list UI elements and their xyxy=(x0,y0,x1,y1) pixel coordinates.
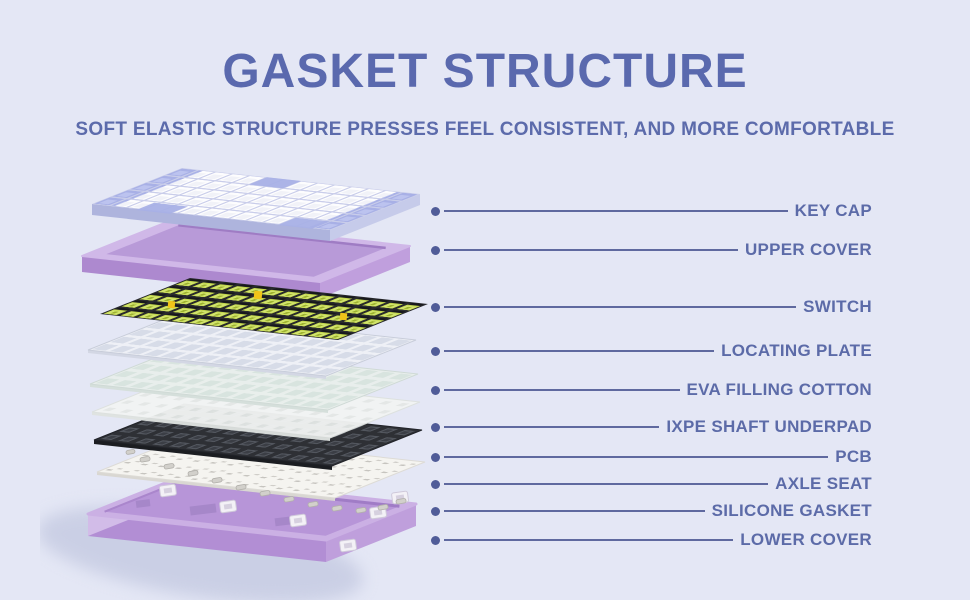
callout-line xyxy=(444,510,705,512)
callout-pcb: PCB xyxy=(431,446,872,468)
callout-upper-cover: UPPER COVER xyxy=(431,239,872,261)
callout-dot xyxy=(431,506,440,516)
callout-dot xyxy=(431,385,440,395)
callout-dot xyxy=(431,245,440,255)
callout-switch: SWITCH xyxy=(431,296,872,318)
callout-label: LOCATING PLATE xyxy=(721,341,872,360)
layer-silicone-gasket xyxy=(159,483,409,553)
layer-locating-plate xyxy=(87,313,417,379)
callout-ixpe-shaft-underpad: IXPE SHAFT UNDERPAD xyxy=(431,416,872,438)
callout-line xyxy=(444,426,660,428)
callout-dot xyxy=(431,452,440,462)
callout-line xyxy=(444,483,769,485)
layer-keycaps xyxy=(92,168,420,241)
callout-label: EVA FILLING COTTON xyxy=(686,380,872,399)
callout-lower-cover: LOWER COVER xyxy=(431,529,872,551)
callout-silicone-gasket: SILICONE GASKET xyxy=(431,500,872,522)
callout-label: SWITCH xyxy=(803,297,872,316)
callout-dot xyxy=(431,535,440,545)
callout-label: SILICONE GASKET xyxy=(711,501,872,520)
callout-label: KEY CAP xyxy=(794,201,872,220)
exploded-keyboard-illustration xyxy=(40,168,428,600)
callout-eva-filling-cotton: EVA FILLING COTTON xyxy=(431,379,872,401)
callout-line xyxy=(444,306,797,308)
page-subtitle: SOFT ELASTIC STRUCTURE PRESSES FEEL CONS… xyxy=(75,119,895,140)
callout-line xyxy=(444,539,734,541)
callout-dot xyxy=(431,479,440,489)
callout-line xyxy=(444,249,738,251)
callout-label: AXLE SEAT xyxy=(775,474,872,493)
callout-label: IXPE SHAFT UNDERPAD xyxy=(666,417,872,436)
callout-key-cap: KEY CAP xyxy=(431,200,872,222)
callout-label: PCB xyxy=(835,447,872,466)
callout-dot xyxy=(431,206,440,216)
callout-line xyxy=(444,456,829,458)
callout-line xyxy=(444,389,680,391)
callout-locating-plate: LOCATING PLATE xyxy=(431,340,872,362)
callout-line xyxy=(444,350,715,352)
page-title: GASKET STRUCTURE xyxy=(222,45,748,98)
layer-eva-cotton xyxy=(89,347,419,413)
callout-dot xyxy=(431,302,440,312)
callout-dot xyxy=(431,422,440,432)
callout-dot xyxy=(431,346,440,356)
callout-line xyxy=(444,210,788,212)
layer-switches xyxy=(100,278,428,340)
callout-label: UPPER COVER xyxy=(744,240,872,259)
callout-axle-seat: AXLE SEAT xyxy=(431,473,872,495)
callout-label: LOWER COVER xyxy=(740,530,872,549)
